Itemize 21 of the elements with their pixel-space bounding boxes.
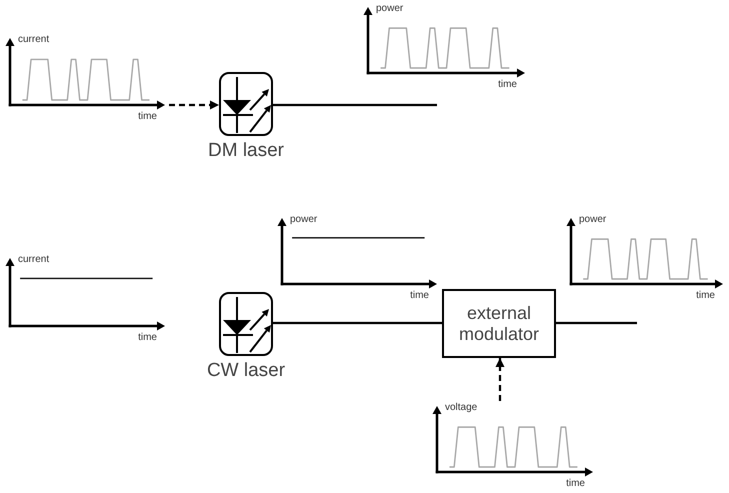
x-axis-label: time <box>138 111 157 123</box>
y-axis-label: power <box>579 214 606 226</box>
dashed-arrow <box>496 358 504 401</box>
x-axis-label: time <box>696 290 715 302</box>
laser-label: DM laser <box>208 140 284 162</box>
x-axis-label: time <box>498 79 517 91</box>
dashed-arrow <box>169 100 219 110</box>
x-axis-label: time <box>566 478 585 490</box>
signal-line <box>556 322 637 324</box>
block-label: external modulator <box>458 302 540 344</box>
y-axis-label: power <box>376 3 404 15</box>
y-axis-label: voltage <box>445 402 478 414</box>
y-axis-label: power <box>290 214 318 226</box>
laser-label: CW laser <box>206 360 286 382</box>
x-axis-label: time <box>138 332 157 344</box>
x-axis-label: time <box>410 290 429 302</box>
y-axis-label: current <box>18 254 50 266</box>
modulator-box <box>442 289 556 358</box>
signal-line <box>273 104 437 106</box>
signal-line <box>273 322 442 324</box>
y-axis-label: current <box>18 34 50 46</box>
